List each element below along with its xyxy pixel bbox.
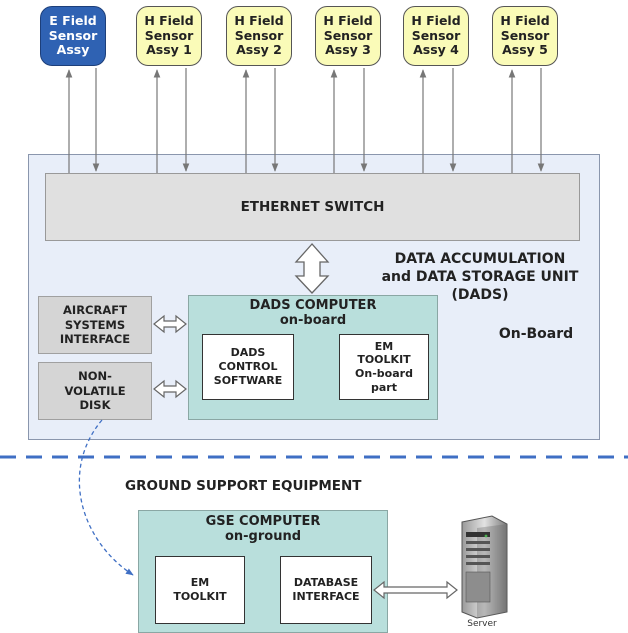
dads-unit-title: DATA ACCUMULATION and DATA STORAGE UNIT … bbox=[381, 251, 579, 304]
ground-support-equipment-label: GROUND SUPPORT EQUIPMENT bbox=[125, 478, 362, 494]
ethernet-switch: ETHERNET SWITCH bbox=[45, 173, 580, 241]
switch-to-dads-arrow bbox=[294, 243, 330, 294]
aircraft-systems-interface: AIRCRAFT SYSTEMS INTERFACE bbox=[38, 296, 152, 354]
em-toolkit-onboard-part: EM TOOLKIT On-board part bbox=[339, 334, 429, 400]
server-label: Server bbox=[467, 619, 497, 629]
em-toolkit: EM TOOLKIT bbox=[155, 556, 245, 624]
onboard-label: On-Board bbox=[498, 326, 574, 342]
gse-computer-title: GSE COMPUTER on-ground bbox=[205, 514, 321, 545]
data-transfer-curve bbox=[78, 419, 134, 576]
h-field-sensor-assy-2: H Field Sensor Assy 2 bbox=[226, 6, 292, 66]
h-field-sensor-assy-1: H Field Sensor Assy 1 bbox=[136, 6, 202, 66]
non-volatile-disk: NON- VOLATILE DISK bbox=[38, 362, 152, 420]
aircraft-interface-arrow bbox=[153, 314, 187, 334]
h-field-sensor-assy-5: H Field Sensor Assy 5 bbox=[492, 6, 558, 66]
database-interface: DATABASE INTERFACE bbox=[280, 556, 372, 624]
database-server-arrow bbox=[373, 580, 458, 600]
sensor-links bbox=[65, 68, 545, 173]
dads-computer-title: DADS COMPUTER on-board bbox=[249, 298, 377, 329]
h-field-sensor-assy-3: H Field Sensor Assy 3 bbox=[315, 6, 381, 66]
e-field-sensor-assy: E Field Sensor Assy bbox=[40, 6, 106, 66]
dads-control-software: DADS CONTROL SOFTWARE bbox=[202, 334, 294, 400]
h-field-sensor-assy-4: H Field Sensor Assy 4 bbox=[403, 6, 469, 66]
server-icon bbox=[461, 515, 508, 619]
disk-arrow bbox=[153, 379, 187, 399]
